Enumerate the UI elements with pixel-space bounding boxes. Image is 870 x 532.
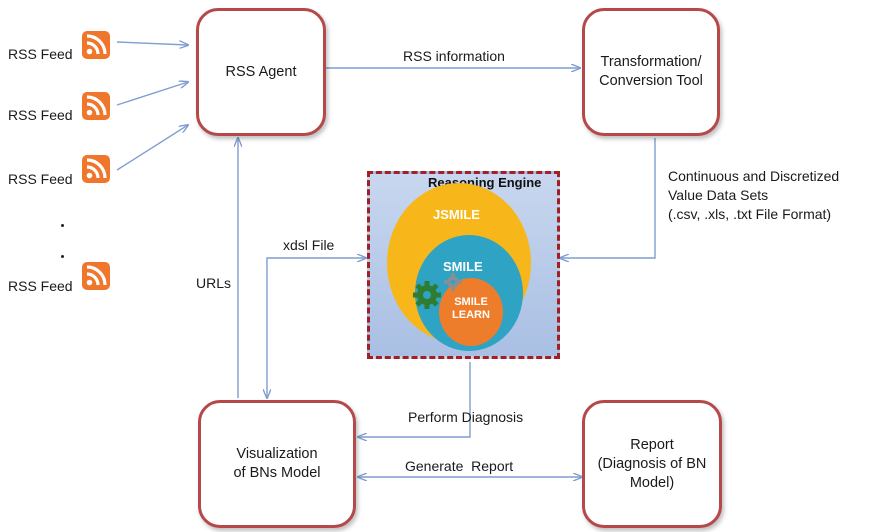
rss-agent-label: RSS Agent [225,63,297,80]
rss-information-label: RSS information [403,48,505,64]
report-label: Report (Diagnosis of BN Model) [597,436,707,491]
arrow-feed3-agent [116,125,188,171]
feed-label-1: RSS Feed [8,46,73,62]
arrow-feed2-agent [116,82,188,106]
generate-report-label: Generate Report [405,458,514,474]
arrow-feed1-agent [116,42,188,45]
report-node: Report (Diagnosis of BN Model) [582,400,722,528]
transformation-tool-node: Transformation/ Conversion Tool [582,8,720,136]
transformation-tool-label: Transformation/ Conversion Tool [599,54,703,89]
jsmile-label: JSMILE [433,207,480,222]
smile-learn-ellipse [439,278,503,346]
feed-label-3: RSS Feed [8,171,73,187]
gray-gear-icon [444,273,462,291]
engine-ellipses [387,183,531,351]
rss-icon [82,31,110,59]
visualization-node: Visualization of BNs Model [198,400,356,528]
rss-icon [82,262,110,290]
arrow-datasets-to-engine [560,138,656,258]
smile-learn-label: SMILE LEARN [452,296,490,321]
feed-label-4: RSS Feed [8,278,73,294]
arrow-xdsl-file [267,258,366,398]
arrow-perform-diagnosis [358,362,471,437]
ellipsis-dot [61,255,64,258]
green-gear-icon [413,281,441,309]
ellipsis-dot [61,224,64,227]
urls-label: URLs [196,275,232,291]
perform-diagnosis-label: Perform Diagnosis [408,409,524,425]
datasets-label: Continuous and Discretized Value Data Se… [668,168,840,222]
feed-label-2: RSS Feed [8,107,73,123]
rss-icon [82,155,110,183]
rss-agent-node: RSS Agent [196,8,326,136]
xdsl-file-label: xdsl File [283,237,335,253]
rss-icon [82,92,110,120]
visualization-label: Visualization of BNs Model [233,446,321,481]
smile-label: SMILE [443,259,483,274]
